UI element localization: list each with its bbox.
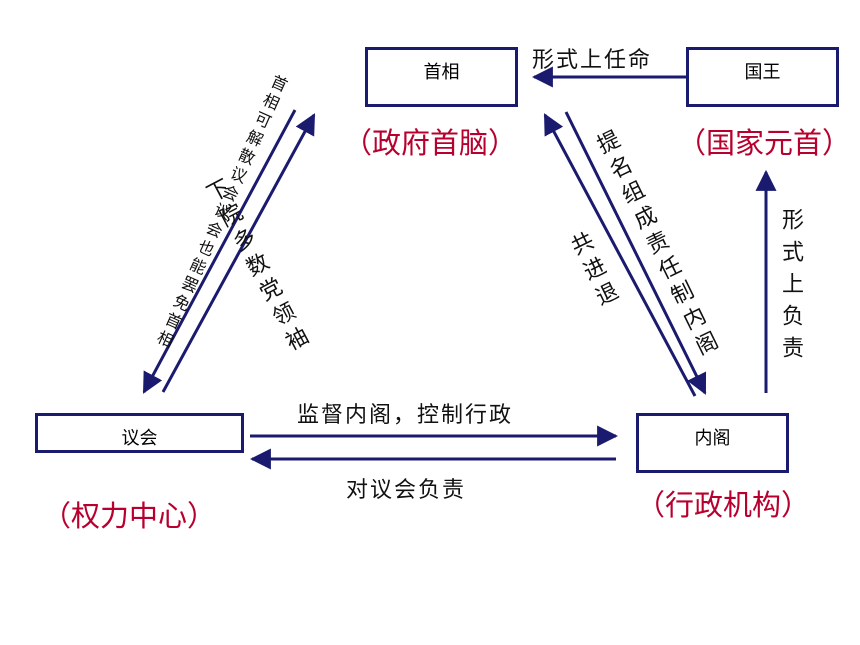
arrow-parliament-to-pm <box>161 113 316 393</box>
parliament-box: 议会 <box>35 413 244 453</box>
cabinet-role: （行政机构） <box>636 488 811 522</box>
edge-label-cabinet-to-king: 形式上负责 <box>778 208 803 368</box>
parliament-role: （权力中心） <box>42 499 217 533</box>
prime-minister-role: （政府首脑） <box>343 126 518 160</box>
edge-label-king-to-pm: 形式上任命 <box>532 48 653 73</box>
prime-minister-box: 首相 <box>365 47 518 107</box>
arrow-pm-to-parliament <box>142 109 297 394</box>
king-label: 国王 <box>744 62 781 83</box>
edge-label-cabinet-to-parliament: 对议会负责 <box>346 478 467 503</box>
cabinet-box: 内阁 <box>636 413 789 473</box>
cabinet-label: 内阁 <box>694 428 731 449</box>
arrow-cabinet-to-pm <box>543 113 697 397</box>
prime-minister-label: 首相 <box>423 62 460 83</box>
edge-label-parliament-to-cabinet: 监督内阁，控制行政 <box>297 403 514 428</box>
king-box: 国王 <box>686 47 839 107</box>
arrow-pm-to-cabinet <box>564 111 707 395</box>
king-role: （国家元首） <box>677 126 852 160</box>
parliament-label: 议会 <box>121 428 158 449</box>
